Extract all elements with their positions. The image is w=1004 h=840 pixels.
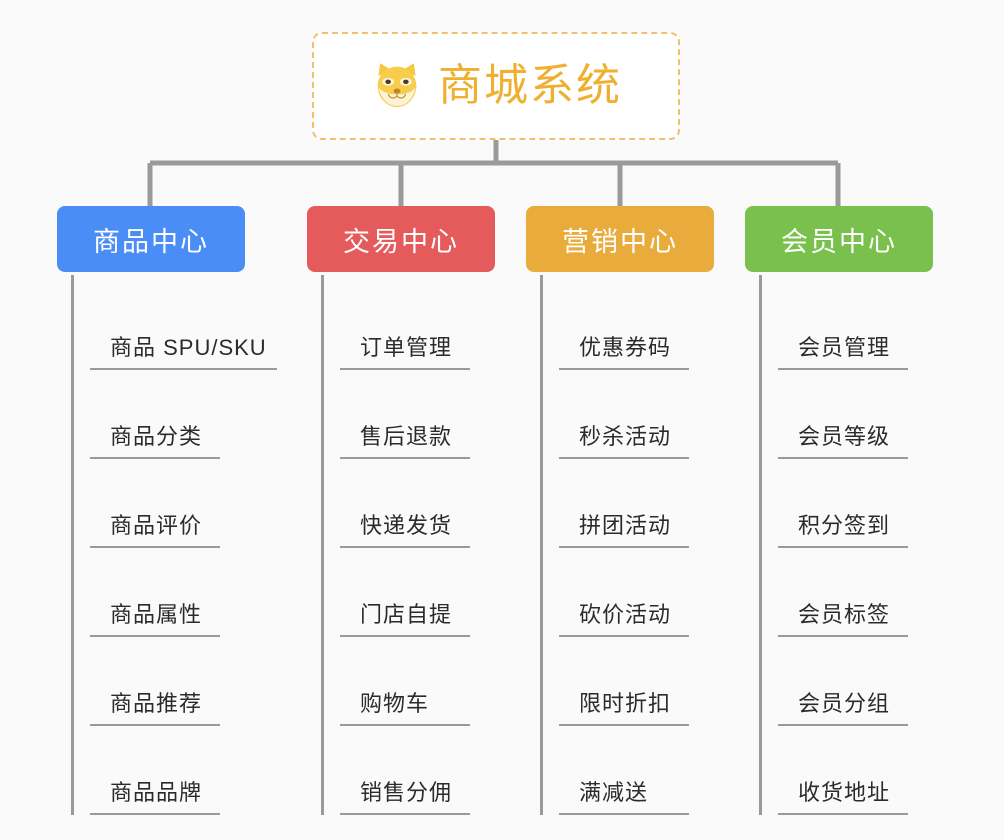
leaf-list-marketing-center: 优惠券码秒杀活动拼团活动砍价活动限时折扣满减送 (540, 275, 746, 815)
leaf-item[interactable]: 会员标签 (778, 548, 965, 637)
leaf-item[interactable]: 商品 SPU/SKU (90, 281, 277, 370)
leaf-item-label: 收货地址 (778, 779, 908, 815)
leaf-item[interactable]: 收货地址 (778, 726, 965, 815)
leaf-item[interactable]: 售后退款 (340, 370, 527, 459)
leaf-item[interactable]: 满减送 (559, 726, 746, 815)
branch-header-label: 商品中心 (93, 226, 209, 257)
leaf-item[interactable]: 会员分组 (778, 637, 965, 726)
branch-header-product-center[interactable]: 商品中心 (57, 206, 245, 272)
leaf-item-label: 商品分类 (90, 423, 220, 459)
leaf-item[interactable]: 商品品牌 (90, 726, 277, 815)
leaf-item-label: 订单管理 (340, 334, 470, 370)
leaf-item[interactable]: 商品分类 (90, 370, 277, 459)
leaf-item[interactable]: 门店自提 (340, 548, 527, 637)
branch-header-trade-center[interactable]: 交易中心 (307, 206, 495, 272)
leaf-item-label: 砍价活动 (559, 601, 689, 637)
leaf-item[interactable]: 积分签到 (778, 459, 965, 548)
shiba-dog-face-icon (377, 63, 417, 108)
leaf-list-member-center: 会员管理会员等级积分签到会员标签会员分组收货地址 (759, 275, 965, 815)
leaf-item[interactable]: 会员管理 (778, 281, 965, 370)
leaf-item-label: 商品品牌 (90, 779, 220, 815)
leaf-item[interactable]: 秒杀活动 (559, 370, 746, 459)
leaf-item[interactable]: 商品属性 (90, 548, 277, 637)
leaf-item-label: 限时折扣 (559, 690, 689, 726)
leaf-item-label: 商品推荐 (90, 690, 220, 726)
leaf-item-label: 快递发货 (340, 512, 470, 548)
leaf-item[interactable]: 会员等级 (778, 370, 965, 459)
leaf-item-label: 门店自提 (340, 601, 470, 637)
page-title: 商城系统 (438, 61, 622, 110)
leaf-item[interactable]: 订单管理 (340, 281, 527, 370)
leaf-list-product-center: 商品 SPU/SKU 商品分类商品评价商品属性商品推荐商品品牌 (71, 275, 277, 815)
leaf-item-label: 秒杀活动 (559, 423, 689, 459)
leaf-item-label: 会员分组 (778, 690, 908, 726)
leaf-item[interactable]: 限时折扣 (559, 637, 746, 726)
branch-header-member-center[interactable]: 会员中心 (745, 206, 933, 272)
branch-header-marketing-center[interactable]: 营销中心 (526, 206, 714, 272)
leaf-item-label: 优惠券码 (559, 334, 689, 370)
leaf-item-label: 商品 SPU/SKU (90, 334, 277, 370)
leaf-item[interactable]: 砍价活动 (559, 548, 746, 637)
leaf-list-trade-center: 订单管理售后退款快递发货门店自提购物车销售分佣 (321, 275, 527, 815)
branch-column-trade-center: 交易中心订单管理售后退款快递发货门店自提购物车销售分佣 (307, 206, 527, 815)
branch-header-label: 交易中心 (343, 226, 459, 257)
leaf-item-label: 积分签到 (778, 512, 908, 548)
leaf-item[interactable]: 商品评价 (90, 459, 277, 548)
leaf-item[interactable]: 拼团活动 (559, 459, 746, 548)
leaf-item[interactable]: 销售分佣 (340, 726, 527, 815)
root-node[interactable]: 商城系统 (312, 32, 680, 140)
leaf-item-label: 商品属性 (90, 601, 220, 637)
branch-header-label: 营销中心 (562, 226, 678, 257)
leaf-item-label: 商品评价 (90, 512, 220, 548)
leaf-item-label: 售后退款 (340, 423, 470, 459)
leaf-item-label: 会员管理 (778, 334, 908, 370)
leaf-item[interactable]: 优惠券码 (559, 281, 746, 370)
leaf-item-label: 会员标签 (778, 601, 908, 637)
leaf-item-label: 购物车 (340, 690, 470, 726)
leaf-item-label: 销售分佣 (340, 779, 470, 815)
leaf-item[interactable]: 购物车 (340, 637, 527, 726)
leaf-item-label: 拼团活动 (559, 512, 689, 548)
branch-column-marketing-center: 营销中心优惠券码秒杀活动拼团活动砍价活动限时折扣满减送 (526, 206, 746, 815)
branch-column-member-center: 会员中心会员管理会员等级积分签到会员标签会员分组收货地址 (745, 206, 965, 815)
branch-header-label: 会员中心 (781, 226, 897, 257)
leaf-item-label: 会员等级 (778, 423, 908, 459)
leaf-item[interactable]: 商品推荐 (90, 637, 277, 726)
leaf-item-label: 满减送 (559, 779, 689, 815)
branch-column-product-center: 商品中心商品 SPU/SKU 商品分类商品评价商品属性商品推荐商品品牌 (57, 206, 277, 815)
leaf-item[interactable]: 快递发货 (340, 459, 527, 548)
